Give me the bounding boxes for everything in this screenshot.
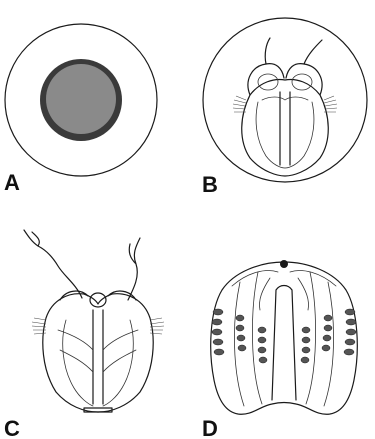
larva-c-base <box>84 408 112 412</box>
adult-d-apical-organ <box>280 260 288 268</box>
comb-row-3 <box>258 327 267 363</box>
larva-c-left-tentacle <box>24 230 82 298</box>
larva-c-apical-organ <box>90 293 106 307</box>
comb-row-6 <box>344 309 356 355</box>
adult-d-comb-rows <box>212 309 356 363</box>
adult-d-pharynx <box>272 286 296 401</box>
adult-d-canal-1 <box>234 282 244 406</box>
adult-d-tentacle-bulbs <box>259 278 308 310</box>
larva-c-canals <box>58 330 138 372</box>
larva-c-body <box>43 294 153 412</box>
larva-c-left-lobe <box>60 291 88 300</box>
egg-embryo-core <box>46 64 116 134</box>
panel-label-d: D <box>202 416 218 439</box>
larva-c-inner-left <box>63 320 93 406</box>
larva-c-pharynx <box>93 310 103 404</box>
larva-c-inner-right <box>103 320 133 406</box>
panel-c: C <box>4 230 164 439</box>
comb-row-2 <box>236 315 246 351</box>
adult-d-top-lobes <box>232 271 336 286</box>
adult-d-canal-4 <box>324 282 334 406</box>
larva-c-right-tentacle <box>128 238 140 300</box>
panel-label-b: B <box>202 172 218 197</box>
comb-row-1 <box>212 309 224 355</box>
comb-row-4 <box>301 327 310 363</box>
adult-d-body <box>211 262 358 414</box>
panel-label-c: C <box>4 416 20 439</box>
panel-d: D <box>202 260 357 439</box>
panel-b: B <box>202 18 367 197</box>
comb-row-5 <box>322 315 332 351</box>
panel-label-a: A <box>4 170 20 195</box>
panel-a: A <box>4 24 157 195</box>
